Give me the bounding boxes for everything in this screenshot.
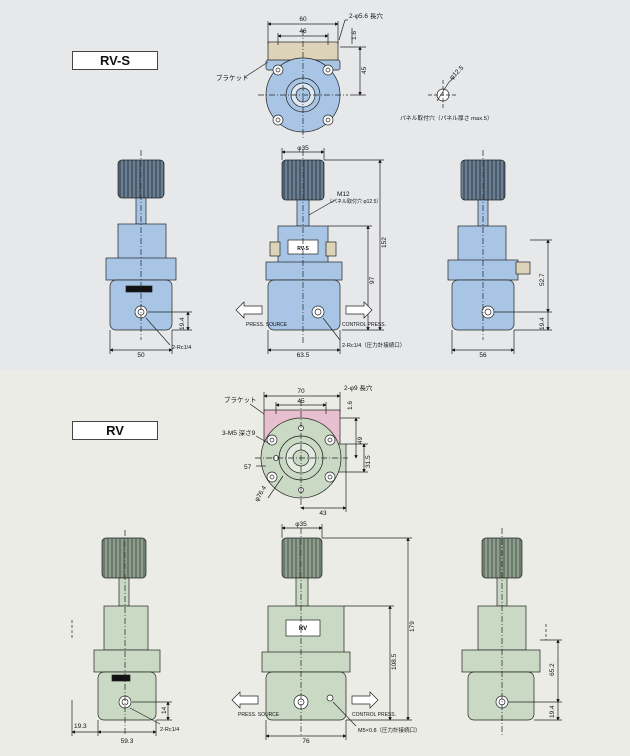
rv-s-gauge-port: 2-Rc1/4（圧力計接続口）: [342, 341, 405, 349]
rv-s-bracket-label: ブラケット: [216, 73, 249, 82]
rv-front-width: 76: [302, 738, 310, 745]
rv-left-width: 59.3: [121, 738, 134, 745]
rv-press-source: PRESS. SOURCE: [238, 712, 280, 718]
rv-nameplate: RV: [299, 626, 307, 632]
rv-gauge-port: M5×0.8（圧力計接続口）: [358, 726, 421, 734]
rv-s-mid-height: 97: [369, 276, 376, 284]
rv-s-thread: M12: [337, 191, 350, 198]
rv-plan-view: [249, 392, 368, 512]
rv-title: RV: [72, 421, 158, 440]
rv-s-right-port-height: 19.4: [539, 317, 546, 330]
rv-s-left-port: 2-Rc1/4: [172, 345, 191, 351]
rv-slot-holes: 2-φ9 長穴: [344, 383, 373, 392]
rv-control-press: CONTROL PRESS.: [352, 712, 396, 718]
rv-right-height: 65.2: [549, 663, 556, 676]
rv-s-left-port-height: 19.4: [179, 317, 186, 330]
rv-s-thread-note: （パネル取付穴 φ12.5）: [327, 198, 381, 205]
rv-dim-31-5: 31.5: [365, 455, 372, 468]
rv-total-height: 179: [409, 621, 416, 632]
rv-s-plan-height: 45: [361, 66, 368, 74]
rv-s-left-view: [105, 150, 192, 354]
rv-left-offset: 19.3: [74, 723, 87, 730]
rv-slot-width: 1.6: [347, 401, 354, 410]
rv-knob-dia: φ35: [295, 521, 307, 528]
rv-left-port: 2-Rc1/4: [160, 727, 179, 733]
panel-hole-note: パネル取付穴（パネル厚さ max.5）: [400, 114, 493, 122]
rv-s-plan-view: [244, 19, 366, 138]
rv-s-press-source: PRESS. SOURCE: [246, 322, 288, 328]
rv-s-right-view: [447, 150, 552, 354]
rv-s-slot-holes: 2-φ5.6 長穴: [349, 11, 383, 20]
rv-hole-pitch: 45: [297, 398, 305, 405]
rv-plan-height: 49: [357, 436, 364, 444]
rv-front-view: [231, 524, 412, 740]
rv-s-right-width: 56: [479, 352, 487, 359]
rv-pcd: φ76.4: [254, 485, 269, 503]
rv-tap-holes: 3-M5 深さ9: [222, 428, 256, 437]
rv-s-right-height: 52.7: [539, 273, 546, 286]
rv-s-total-height: 152: [381, 237, 388, 248]
rv-plan-width: 70: [297, 388, 305, 395]
rv-s-knob-dia: φ35: [297, 145, 309, 152]
panel-hole-dia: φ12.5: [448, 64, 465, 81]
rv-s-title: RV-S: [72, 51, 158, 70]
rv-s-front-width: 63.5: [297, 352, 310, 359]
rv-s-control-press: CONTROL PRESS.: [342, 322, 386, 328]
rv-s-plan-width: 60: [299, 16, 307, 23]
rv-left-view: [71, 530, 172, 736]
rv-s-nameplate: RV-S: [297, 246, 309, 252]
rv-s-slot-width: 1.6: [351, 31, 358, 40]
rv-plan-43: 43: [319, 510, 327, 517]
rv-bracket-label: ブラケット: [224, 395, 257, 404]
rv-s-panel-hole: [428, 76, 458, 110]
rv-left-port-height: 14: [161, 706, 168, 714]
rv-right-view: [461, 528, 562, 735]
rv-dim-57: 57: [244, 464, 252, 471]
rv-s-hole-pitch: 46: [299, 28, 307, 35]
rv-mid-height: 108.5: [391, 653, 398, 670]
rv-s-front-view: [235, 148, 384, 354]
rv-s-left-width: 50: [137, 352, 145, 359]
rv-right-port-height: 19.4: [549, 705, 556, 718]
